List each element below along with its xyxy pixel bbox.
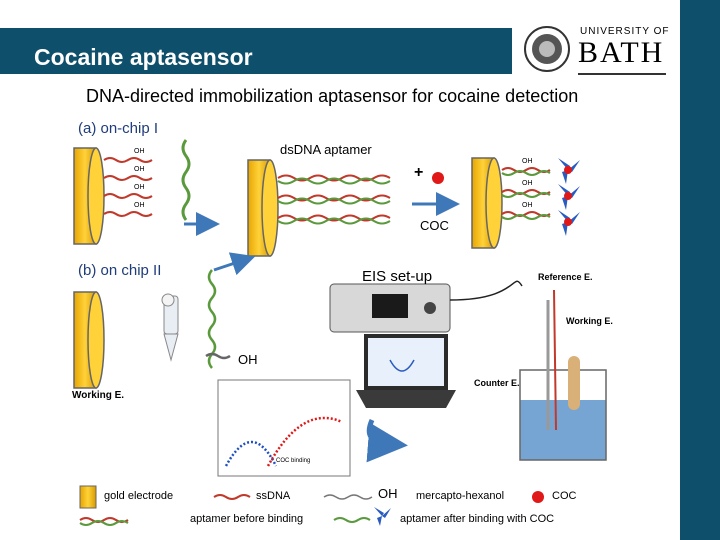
legend-coc-swatch [532,491,544,503]
coc-binding-plot-label: COC binding [276,458,311,464]
gold-electrode-a2 [247,159,279,257]
oh-label-a5: OH [522,158,533,165]
reference-electrode-label: Reference E. [538,272,593,282]
working-electrode-label: Working E. [566,316,613,326]
legend-mercapto-hexanol-text: mercapto-hexanol [416,490,505,502]
pipette-tube-icon [161,293,179,362]
university-logo: UNIVERSITY OF BATH [518,20,670,76]
section-b-label: (b) on chip II [78,262,162,279]
gold-electrode-a3 [471,157,503,249]
legend-gold-electrode-text: gold electrode [104,490,174,502]
ss-aptamer-b [205,269,231,369]
laptop-icon [356,334,456,408]
legend-aptamer-after-icon [374,507,391,526]
oh-label-a6: OH [522,180,533,187]
eis-instrument-icon [329,283,451,333]
nyquist-plot-icon [217,379,351,477]
side-accent-bar [680,0,720,540]
logo-university-of: UNIVERSITY OF [580,26,670,37]
section-a-label: (a) on-chip I [78,120,159,137]
legend-coc-text: COC [552,490,577,502]
legend-gold-electrode-swatch [79,485,97,509]
dsdna-aptamer-strands [277,174,391,225]
eis-setup-label: EIS set-up [362,268,433,285]
legend-ssdna-swatch [213,494,251,500]
oh-label-a7: OH [522,202,533,209]
coc-arrow-label: COC [420,218,449,233]
oh-label-a4: OH [134,202,145,209]
logo-bath: BATH [578,36,665,69]
curved-arrow-icon [366,418,408,463]
legend-mercapto-swatch [323,494,373,500]
oh-label-a3: OH [134,184,145,191]
gold-electrode-a1 [73,147,105,245]
legend-oh-text: OH [378,486,398,501]
title-bar [0,28,512,74]
aptamer-coc-complex-icons [558,158,580,236]
counter-electrode-label: Counter E. [474,378,520,388]
slide-subtitle: DNA-directed immobilization aptasensor f… [86,86,579,106]
arrow-b1 [213,252,256,276]
dsdna-aptamer-label: dsDNA aptamer [280,142,372,157]
oh-label-a1: OH [134,148,145,155]
slide-title: Cocaine aptasensor [34,44,253,70]
electrochemical-cell-icon [519,289,607,461]
legend-aptamer-after-swatch [333,517,371,523]
ssdna-strands-a1 [103,157,153,217]
plus-label: + [414,164,424,181]
bound-aptamer-strands [501,167,551,220]
oh-label-a2: OH [134,166,145,173]
cable [449,280,523,301]
oh-label-b: OH [238,352,258,367]
coc-molecule-icon [432,172,444,184]
legend-aptamer-after-text: aptamer after binding with COC [400,513,555,525]
bath-crest-icon [522,24,666,75]
free-aptamer-strand [181,139,191,221]
legend-ssdna-text: ssDNA [256,490,291,502]
legend-aptamer-before-swatch-green [79,520,129,526]
working-electrode-left-label: Working E. [72,390,125,401]
legend-aptamer-before-text: aptamer before binding [190,513,304,525]
gold-electrode-b [73,291,105,389]
